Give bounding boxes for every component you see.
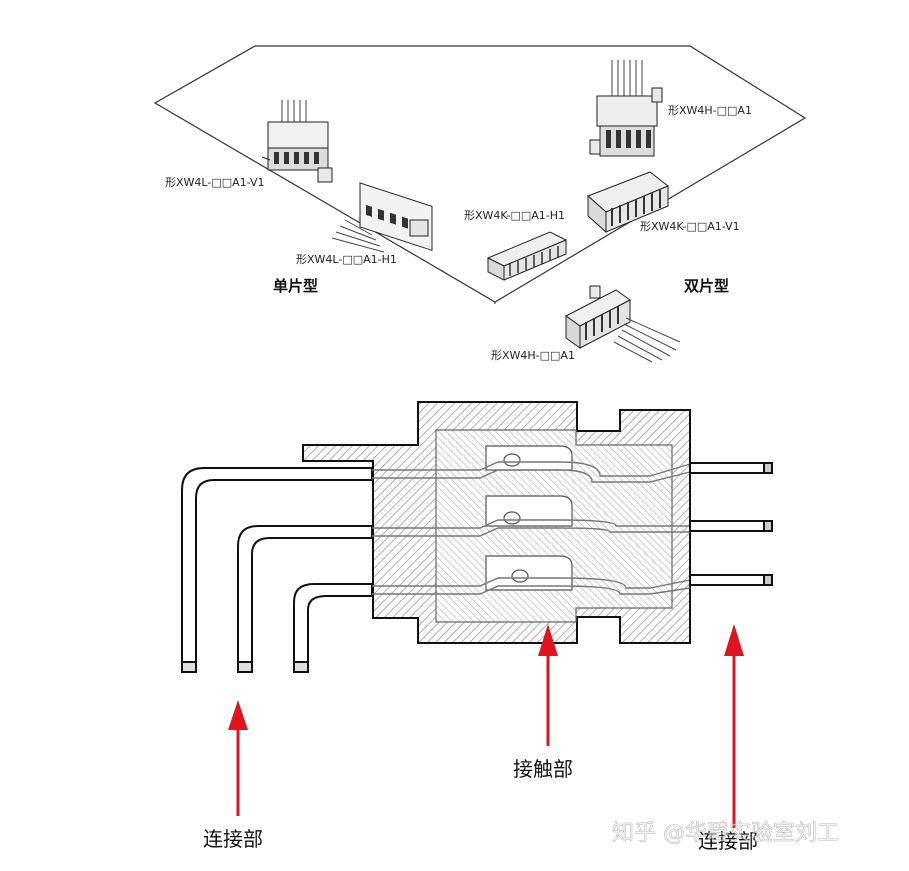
- pcb-board: [153, 45, 807, 303]
- label-xw4k-h1: 形XW4K-□□A1-H1: [464, 209, 565, 222]
- pcb-illustration: 形XW4L-□□A1-V1 形XW4L-□□A1-H1 形XW4K-□□A1-H…: [153, 45, 807, 363]
- pin-right-1: [689, 462, 773, 474]
- connector-xw4h-bottom: [565, 285, 681, 363]
- right-pins: [689, 462, 773, 586]
- connector-xw4h-top: [589, 60, 663, 157]
- contact-area: [485, 445, 573, 591]
- pin-left-2: [237, 525, 373, 671]
- connector-xw4k-v1: [587, 171, 669, 234]
- arrow-left: [228, 700, 248, 816]
- watermark: 知乎 @华碧实验室刘工: [612, 821, 839, 846]
- connector-xw4k-h1: [486, 231, 568, 281]
- internal-pin-paths: [372, 461, 691, 595]
- label-xw4k-v1: 形XW4K-□□A1-V1: [640, 220, 740, 233]
- arrow-middle: [538, 624, 558, 746]
- annotation-arrows: [228, 624, 744, 828]
- label-xw4h-bottom: 形XW4H-□□A1: [491, 349, 575, 362]
- label-contact: 接触部: [513, 757, 573, 781]
- label-connection-left: 连接部: [203, 827, 263, 851]
- label-double-type: 双片型: [684, 277, 729, 295]
- connector-xw4l-v1: [261, 100, 333, 183]
- pin-right-3: [689, 574, 773, 586]
- arrow-right: [724, 624, 744, 828]
- connector-xw4l-h1: [331, 182, 433, 253]
- label-xw4l-v1: 形XW4L-□□A1-V1: [165, 176, 264, 189]
- cross-section-diagram: 连接部 接触部 连接部: [181, 401, 773, 853]
- left-pins: [181, 467, 373, 673]
- label-single-type: 单片型: [273, 277, 318, 295]
- pin-left-1: [181, 467, 373, 671]
- pin-left-3: [293, 583, 373, 671]
- pin-right-2: [689, 520, 773, 532]
- label-xw4l-h1: 形XW4L-□□A1-H1: [296, 253, 397, 266]
- label-xw4h-top: 形XW4H-□□A1: [668, 104, 752, 117]
- label-connection-right: 连接部: [698, 829, 758, 853]
